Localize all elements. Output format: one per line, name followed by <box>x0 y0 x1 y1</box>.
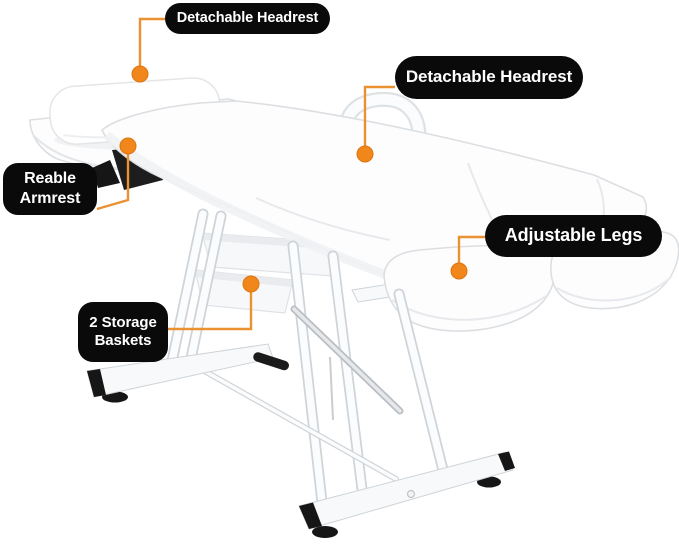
callout-dot <box>131 65 149 83</box>
beam-end-cap <box>299 502 322 529</box>
callout-adjustable-legs: Adjustable Legs <box>485 215 662 257</box>
rubber-foot <box>477 476 501 488</box>
callout-label-line: Armrest <box>19 190 81 207</box>
beam-bolt <box>406 489 416 499</box>
callout-label: Detachable Headrest <box>405 67 573 87</box>
beam-end-cap <box>498 451 515 471</box>
callout-dot <box>356 145 374 163</box>
callout-detachable-headrest-left: Detachable Headrest <box>165 3 330 34</box>
metal-frame <box>86 208 515 538</box>
adjustment-handle <box>253 352 289 371</box>
callout-detachable-headrest-right: Detachable Headrest <box>395 56 583 99</box>
rubber-foot <box>312 526 338 538</box>
callout-reable-armrest: Reable Armrest <box>3 163 97 215</box>
callout-label-line: Reable <box>24 170 76 188</box>
callout-label-line: Baskets <box>94 332 152 349</box>
callout-label-line: 2 Storage <box>89 313 157 331</box>
callout-label: Adjustable Legs <box>504 225 643 246</box>
callout-label: Detachable Headrest <box>176 9 319 26</box>
callout-dot <box>450 262 468 280</box>
callout-dot <box>242 275 260 293</box>
storage-baskets <box>194 232 345 314</box>
callout-connectors <box>96 17 485 331</box>
callout-dot <box>119 137 137 155</box>
beam-end-cap <box>87 369 106 397</box>
base-beam-right <box>298 451 514 530</box>
callout-storage-baskets: 2 Storage Baskets <box>78 302 168 362</box>
